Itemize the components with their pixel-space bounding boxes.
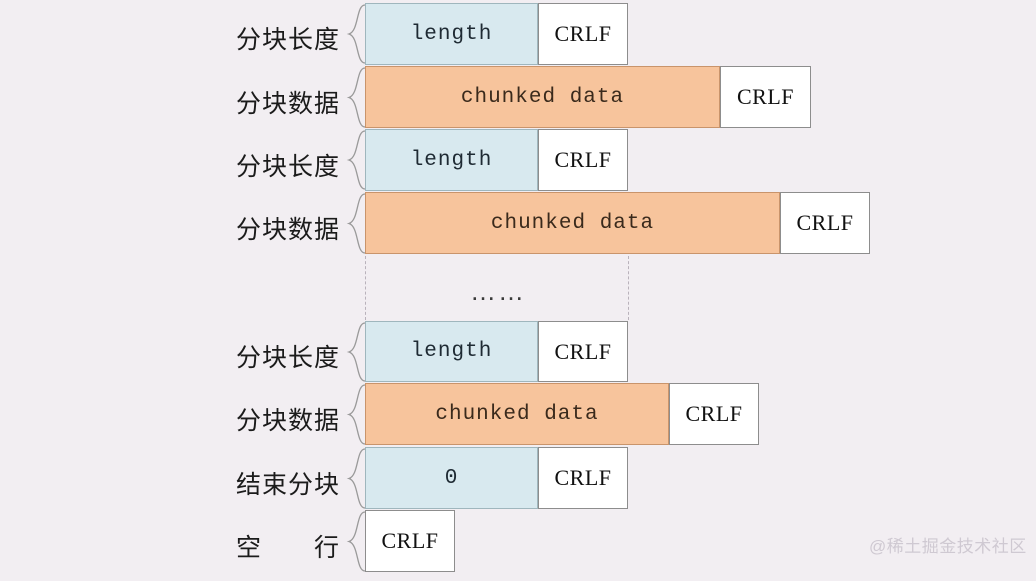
cell-crlf-4: CRLF [780,192,870,254]
cell-chunked-data-2: chunked data [365,192,780,254]
row-label-chunk-length-1: 分块长度 [235,26,340,54]
cell-crlf-6: CRLF [669,383,759,445]
row-label-chunk-length-3: 分块长度 [235,344,340,372]
cell-length-2: length [365,129,538,191]
brace-icon-row-5 [346,322,366,382]
row-label-chunk-length-2: 分块长度 [235,153,340,181]
row-label-last-chunk: 结束分块 [235,471,340,499]
cell-chunked-data-3: chunked data [365,383,669,445]
cell-chunked-data-1: chunked data [365,66,720,128]
cell-crlf-1: CRLF [538,3,628,65]
continuation-ellipsis: …… [470,276,526,306]
continuation-dashed-line-left [365,256,366,320]
brace-icon-row-3 [346,130,366,190]
cell-crlf-8: CRLF [365,510,455,572]
cell-length-1: length [365,3,538,65]
cell-crlf-5: CRLF [538,321,628,382]
cell-last-chunk-zero: 0 [365,447,538,509]
watermark: @稀土掘金技术社区 [869,537,1027,556]
brace-icon-row-6 [346,384,366,445]
cell-length-3: length [365,321,538,382]
brace-icon-row-7 [346,448,366,509]
brace-icon-row-2 [346,67,366,128]
brace-icon-row-4 [346,193,366,254]
cell-crlf-3: CRLF [538,129,628,191]
brace-icon-row-8 [346,511,366,572]
continuation-dashed-line-right [628,256,629,320]
row-label-chunk-data-2: 分块数据 [235,216,340,244]
cell-crlf-7: CRLF [538,447,628,509]
row-label-chunk-data-1: 分块数据 [235,90,340,118]
row-label-empty-line: 空 行 [235,534,340,562]
brace-icon-row-1 [346,4,366,64]
row-label-chunk-data-3: 分块数据 [235,407,340,435]
cell-crlf-2: CRLF [720,66,811,128]
